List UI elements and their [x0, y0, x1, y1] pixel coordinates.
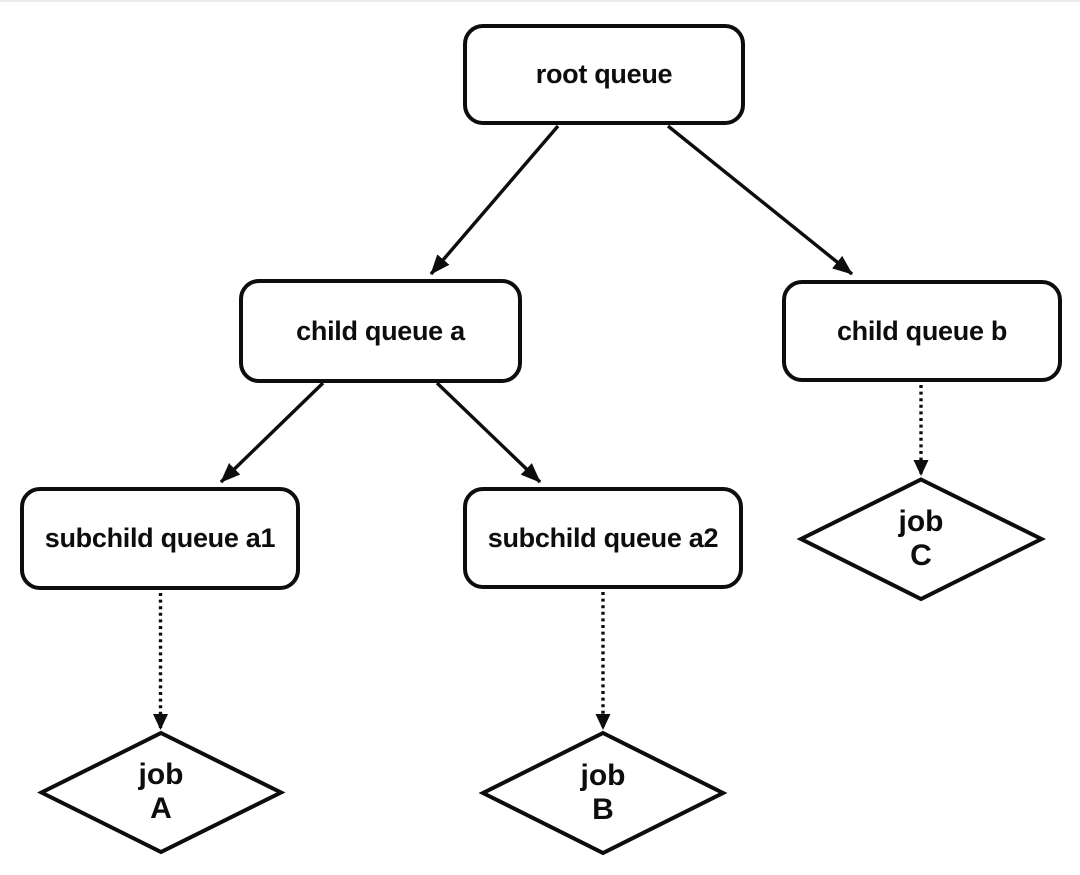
node-child-queue-b: child queue b [782, 280, 1062, 382]
node-child-queue-b-label: child queue b [836, 315, 1008, 346]
job-b-label-letter: B [592, 793, 614, 826]
edge-child-a-to-subchild-a2 [435, 381, 542, 484]
job-a-label-letter: A [150, 792, 172, 825]
job-c-diamond [796, 477, 1047, 602]
node-subchild-queue-a2-label: subchild queue a2 [487, 522, 719, 553]
job-a-label: job A [81, 750, 241, 834]
node-subchild-queue-a2: subchild queue a2 [463, 487, 743, 589]
job-c-label-letter: C [910, 539, 932, 572]
job-b-diamond [478, 730, 728, 856]
node-root-queue-label: root queue [535, 59, 673, 89]
edge-child-a-to-subchild-a1 [219, 381, 325, 484]
node-subchild-queue-a1-label: subchild queue a1 [44, 523, 276, 553]
edge-root-to-child-b [666, 124, 854, 276]
node-subchild-queue-a1: subchild queue a1 [20, 487, 300, 590]
job-a-diamond [37, 730, 286, 855]
job-b-label: job B [523, 751, 683, 835]
node-child-queue-a: child queue a [239, 279, 522, 383]
node-child-queue-a-label: child queue a [296, 315, 465, 346]
job-a-label-word: job [138, 758, 184, 792]
job-c-label: job C [841, 497, 1001, 581]
job-b-label-word: job [580, 759, 626, 793]
node-root-queue: root queue [463, 24, 745, 125]
edge-root-to-child-a [429, 124, 560, 276]
job-c-label-word: job [898, 505, 944, 539]
